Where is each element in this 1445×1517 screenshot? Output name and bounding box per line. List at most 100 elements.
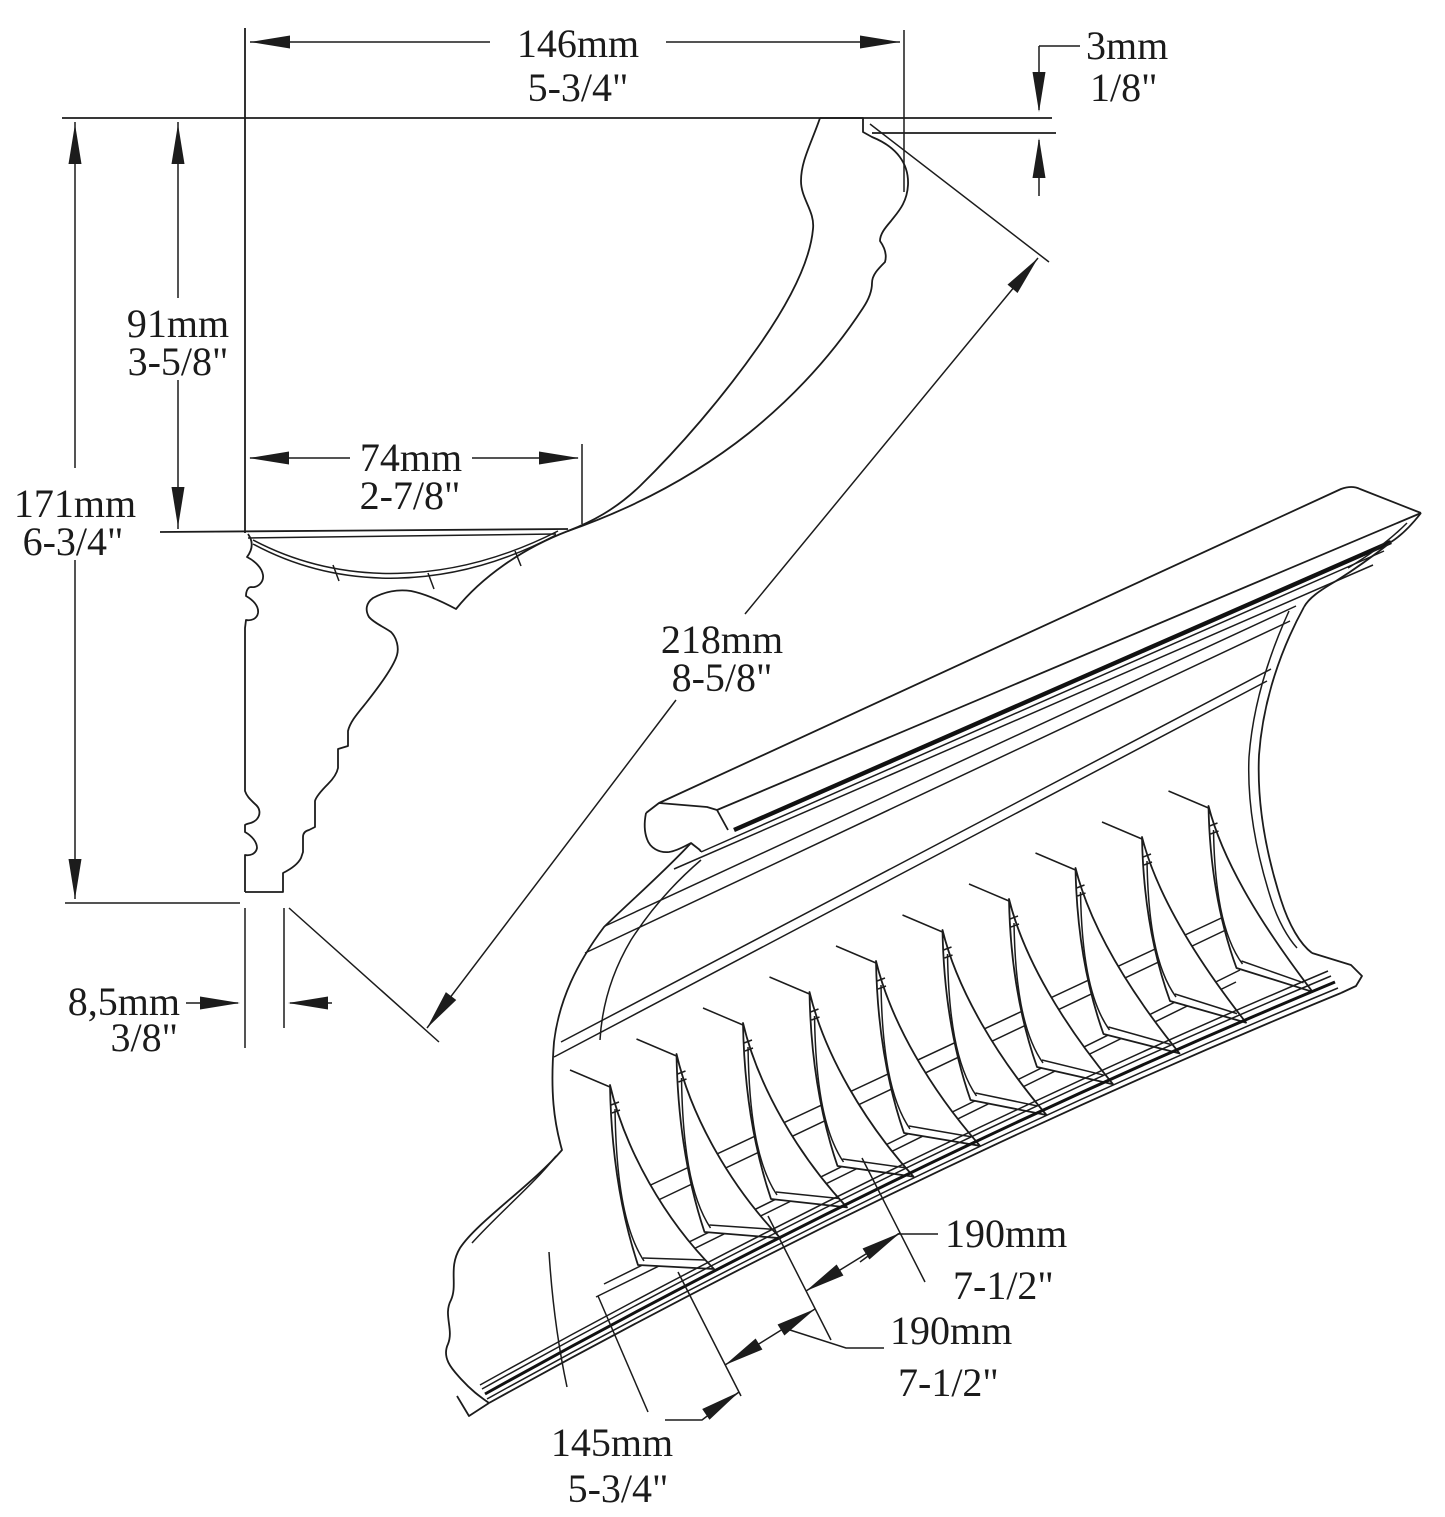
far-end-cap-profile [1303,512,1422,608]
rib-base-inner-line [775,1191,839,1200]
profile-inner-face [567,117,821,532]
dim-end-spacing: 145mm 5-3/4" [551,1295,740,1511]
dim-line [65,122,240,904]
bottom-band-end-cap [1311,952,1363,994]
dim-top-flat: 74mm 2-7/8" [250,435,583,524]
back-flat-upper-line [560,668,1272,1043]
dim-arrowhead [777,1309,815,1336]
rib-inner-edge [1146,860,1177,998]
rib-base-inner-line [975,1092,1038,1107]
rib-sail [1008,898,1114,1086]
dim-arrowhead [250,35,290,49]
dim-bottom-flat-inch-label: 3/8" [111,1015,178,1060]
dim-line [1038,45,1080,196]
rib-shell-junction-line [569,1069,611,1088]
dim-arrowhead [1032,138,1046,178]
dim-top-edge-mm-label: 3mm [1086,23,1168,68]
dim-upper-height-mm-label: 91mm [127,301,229,346]
rib-tip-tick [1009,915,1020,928]
near-cap-curl [643,812,702,853]
dim-rib-spacing-1-inch-label: 7-1/2" [953,1263,1054,1308]
dim-arrowhead [68,859,82,899]
far-end-cove-profile [1257,606,1313,954]
bottom-band-line-2 [486,987,1339,1400]
band-top-edge [658,486,1422,804]
rib-shell-junction-line [1035,852,1076,871]
near-cluster-detail-2 [548,1251,568,1388]
near-cluster-detail [471,1155,557,1244]
dim-total-height-inch-label: 6-3/4" [23,519,124,564]
cross-section-view: 146mm 5-3/4" 3mm 1/8" 91mm 3-5/8" 171mm … [14,21,1168,1060]
rib-shell-junction-line [636,1038,677,1057]
dim-extension-line [288,123,1050,1043]
rib-shell-junction-line [968,883,1010,902]
rib-inner-edge [1013,922,1044,1064]
isometric-view: 190mm 7-1/2" 190mm 7-1/2" 145mm 5-3/4" [445,486,1422,1511]
rib-shell-junction-line [902,914,943,933]
rib-shell-junction-line [835,945,877,964]
dim-arrowhead [860,35,900,49]
rib-tip-tick [610,1101,621,1114]
dim-extension-tick [767,1157,926,1341]
cove-top-edge-line [604,605,1297,927]
rib-inner-edge [880,984,911,1130]
rib-tip-tick [743,1039,754,1052]
rib-sail [1074,867,1181,1055]
dim-arrowhead [702,1392,739,1420]
dim-arrowhead [427,992,457,1028]
bottom-band-near-tip [456,1395,490,1417]
dim-arrowhead [1032,72,1046,112]
dim-top-flat-mm-label: 74mm [360,435,462,480]
dim-arrowhead [68,124,82,164]
rib-array [569,790,1314,1270]
back-mid-line-2 [649,917,1252,1205]
dim-top-width: 146mm 5-3/4" [250,21,905,192]
dim-upper-height-inch-label: 3-5/8" [128,339,229,384]
rib-shell-junction-line [1101,821,1143,840]
rib-base-inner-line [1241,960,1304,984]
rib-inner-edge [1079,891,1111,1031]
dim-top-edge-inch-label: 1/8" [1090,65,1157,110]
profile-back-ledge-inner [247,533,557,539]
far-end-cap-inner [1347,522,1408,569]
profile-back-ledge [159,528,569,533]
dim-bottom-flat: 8,5mm 3/8" [68,908,332,1060]
dimension-arrowheads [68,35,1046,1420]
dim-line [426,257,1039,1029]
rib-inner-edge [946,953,978,1097]
profile-outer-face [245,117,909,893]
dim-rib-spacing-2-inch-label: 7-1/2" [898,1360,999,1405]
rib-base-inner-line [842,1158,905,1169]
dim-top-edge: 3mm 1/8" [1038,23,1168,196]
dim-arrowhead [862,1233,900,1260]
back-flat-lower-line [553,680,1268,1058]
dim-leader [789,1329,884,1349]
bottom-band-dark-line [484,980,1336,1396]
rib-tip-tick [677,1070,687,1083]
rib-sail [742,1022,848,1209]
rib-sail [808,991,915,1178]
dim-arrowhead [171,124,185,164]
dim-arrowhead [249,451,289,465]
cavity-shell-lower [252,534,557,579]
dim-end-spacing-mm-label: 145mm [551,1420,673,1465]
dim-total-height-mm-label: 171mm [14,481,136,526]
rib-base-inner-line [1108,1026,1171,1046]
rib-tip-tick [1142,853,1153,866]
dim-face-width: 218mm 8-5/8" [288,123,1050,1043]
back-mid-line [639,905,1248,1191]
rib-tip-tick [943,946,953,959]
dim-end-spacing-inch-label: 5-3/4" [568,1466,669,1511]
rib-inner-edge [747,1046,778,1196]
rib-shell-junction-line [1168,790,1209,809]
rib-base-inner-line [908,1125,972,1138]
far-end-cove-inner [1247,610,1298,949]
bottom-band-line-4 [479,970,1329,1386]
rib-tip-tick [876,977,887,990]
dim-top-flat-inch-label: 2-7/8" [360,473,461,518]
dim-rib-spacing-1: 190mm 7-1/2" [767,1157,1067,1341]
dim-arrowhead [539,451,579,465]
cavity-shell-upper [252,530,559,575]
rib-base-inner-line [642,1257,706,1261]
